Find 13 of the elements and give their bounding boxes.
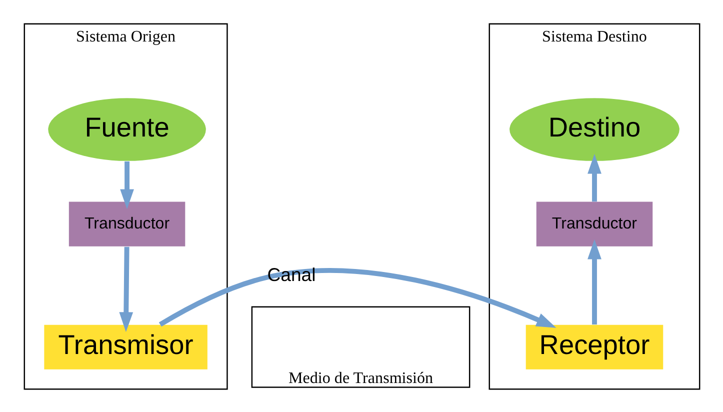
edge-label: Canal bbox=[266, 263, 316, 284]
node-box: Transmisor bbox=[44, 324, 207, 369]
node-box: Receptor bbox=[525, 324, 663, 369]
arrow bbox=[158, 268, 556, 328]
node-ellipse: Destino bbox=[509, 98, 679, 160]
node-ellipse: Fuente bbox=[48, 98, 206, 160]
arrow bbox=[587, 238, 601, 324]
node-box: Transductor bbox=[536, 201, 652, 246]
arrow bbox=[118, 246, 133, 332]
node-box: Medio de Transmisión bbox=[250, 306, 470, 388]
node-box: Transductor bbox=[68, 201, 185, 246]
arrow bbox=[120, 160, 134, 209]
arrow bbox=[587, 153, 601, 202]
